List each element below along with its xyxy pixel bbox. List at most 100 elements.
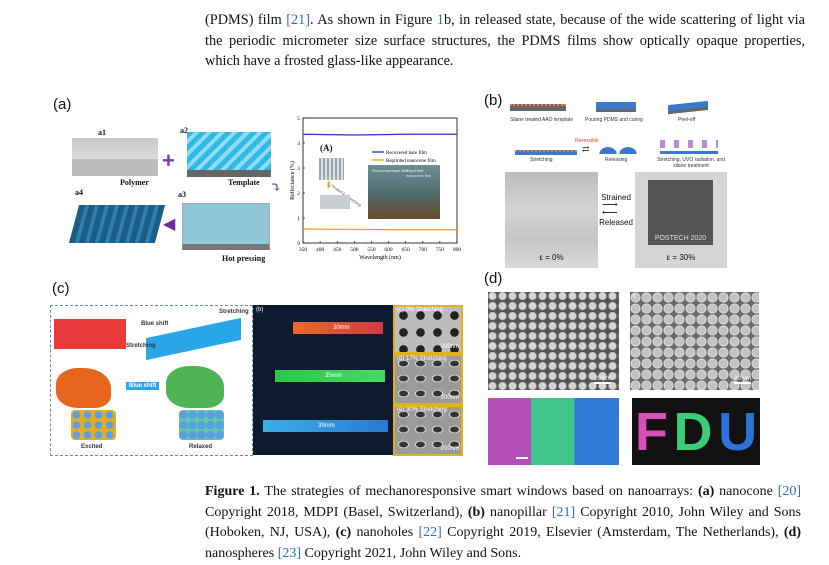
citation-link[interactable]: [20]	[777, 484, 802, 499]
text: The strategies of mechanoresponsive smar…	[259, 484, 698, 499]
photo-left-label: Recovered bare film	[372, 168, 408, 173]
x-tick-label: 450	[333, 247, 342, 253]
text: (d)	[783, 525, 801, 540]
scale-bar-label: 20 μm	[594, 376, 611, 384]
letter-u: U	[718, 401, 758, 462]
excited-array-icon	[71, 410, 116, 440]
stretched-film-icon	[515, 150, 577, 155]
strip-35mm: 35mm	[275, 370, 385, 382]
x-tick-label: 750	[436, 247, 445, 253]
strip-30mm: 30mm	[293, 322, 383, 334]
panel-a-label: (a)	[53, 96, 72, 113]
template-label: Template	[228, 178, 260, 187]
panel-c-label: (c)	[52, 280, 70, 297]
text: (b)	[467, 504, 485, 520]
x-tick-label: 500	[350, 247, 359, 253]
strained-30-photo: POSTECH 2020 ε = 30%	[635, 172, 727, 268]
pdms-curing-icon	[596, 102, 636, 112]
strip1-label: 30mm	[333, 325, 350, 331]
citation-link[interactable]: [21]	[286, 12, 311, 28]
left-arrow-icon: ◀	[163, 216, 176, 233]
x-tick-label: 650	[402, 247, 411, 253]
x-axis-label: Wavelength (nm)	[359, 254, 401, 261]
relaxed-label: Relaxed	[189, 444, 213, 450]
y-tick-label: 0	[297, 241, 300, 247]
y-tick-label: 4	[297, 141, 300, 147]
series-line-1	[302, 228, 457, 231]
yellow-down-arrow-icon: ⬇	[325, 180, 333, 190]
excited-label: Excited	[81, 444, 103, 450]
sem-i-label: i	[491, 294, 493, 300]
series-line-0	[302, 133, 457, 136]
stretching-strip-photo: (b) 30mm 35mm 39mm	[253, 305, 393, 455]
sem-c-label: (c) 0% Stretching	[397, 307, 444, 313]
strain-30-label: ε = 30%	[666, 253, 696, 262]
y-tick-label: 1	[297, 216, 300, 222]
stretching-left-label: Stretching	[126, 343, 156, 349]
y-tick-label: 5	[297, 116, 300, 122]
aao-template-icon	[510, 104, 566, 111]
legend-label-0: Recovered bare film	[386, 151, 427, 156]
polymer-label: Polymer	[120, 178, 149, 187]
scale-bar	[516, 457, 528, 459]
inset-label: (A)	[320, 143, 333, 153]
sem-nanospheres-ii: ii 20 μm	[630, 292, 759, 390]
text: Copyright 2021, John Wiley and Sons.	[301, 545, 522, 561]
letter-f: F	[634, 401, 668, 462]
sem-ii-label: ii	[633, 294, 636, 300]
strained-0-photo: ε = 0%	[505, 172, 598, 268]
postech-logo: POSTECH 2020	[648, 180, 713, 245]
figure-link[interactable]: 1	[436, 12, 444, 28]
text: (PDMS) film	[205, 12, 287, 28]
strained-label: Strained	[601, 193, 631, 202]
step3-label: Peel-off	[678, 117, 696, 123]
x-tick-label: 800	[453, 247, 462, 253]
fdu-pattern: F D U	[632, 398, 760, 465]
x-tick-label: 700	[419, 247, 428, 253]
structural-color-strip	[488, 398, 619, 465]
strip3-label: 39mm	[318, 423, 335, 429]
text: nanocone	[714, 484, 778, 499]
released-label: Released	[599, 218, 633, 227]
letter-d: D	[673, 401, 713, 462]
text: Copyright 2019, Elsevier (Amsterdam, The…	[441, 525, 784, 540]
x-tick-label: 600	[384, 247, 393, 253]
text: (c)	[335, 525, 352, 540]
photo-b-label: (b)	[256, 307, 264, 313]
curved-arrow-icon: ⤵	[270, 181, 282, 196]
sem-e-label: (e) 30% Stretching	[397, 407, 447, 413]
step1-label: Silane treated AAO template	[510, 117, 574, 123]
citation-link[interactable]: [21]	[551, 504, 576, 520]
text: nanospheres	[205, 545, 278, 561]
strain-arrows-icon: ⟶⟵	[602, 199, 618, 219]
caption-label: Figure 1.	[205, 484, 260, 499]
strip2-label: 35mm	[325, 373, 342, 379]
y-tick-label: 3	[297, 166, 300, 172]
y-tick-label: 2	[297, 191, 300, 197]
sem-nanospheres-i: i 20 μm	[488, 292, 619, 390]
uvo-radiation-icon	[660, 140, 718, 148]
x-tick-label: 550	[367, 247, 376, 253]
red-block-icon	[54, 319, 126, 349]
plus-icon: +	[162, 148, 175, 173]
wrinkled-film-icon	[598, 146, 638, 154]
strip-39mm: 39mm	[263, 420, 388, 432]
body-paragraph: (PDMS) film [21]. As shown in Figure 1b,…	[205, 10, 805, 72]
legend-label-1: Reprinted nanocone film	[386, 159, 436, 164]
hot-pressing-label: Hot pressing	[222, 254, 266, 263]
y-axis-label: Reflectance (%)	[290, 161, 296, 200]
strain-0-label: ε = 0%	[539, 253, 564, 262]
figure-caption: Figure 1. The strategies of mechanorespo…	[205, 482, 801, 564]
scale-bar-label: 20 μm	[734, 376, 751, 384]
relaxed-array-icon	[179, 410, 224, 440]
scale-label: 200nm	[440, 395, 459, 401]
citation-link[interactable]: [22]	[418, 525, 442, 540]
text: Copyright 2018, MDPI (Basel, Switzerland…	[205, 504, 468, 520]
stretching-right-label: Stretching	[219, 309, 249, 315]
citation-link[interactable]: [23]	[277, 545, 302, 561]
chameleon-schematic: Blue shift Stretching Stretching Blue sh…	[50, 305, 253, 456]
